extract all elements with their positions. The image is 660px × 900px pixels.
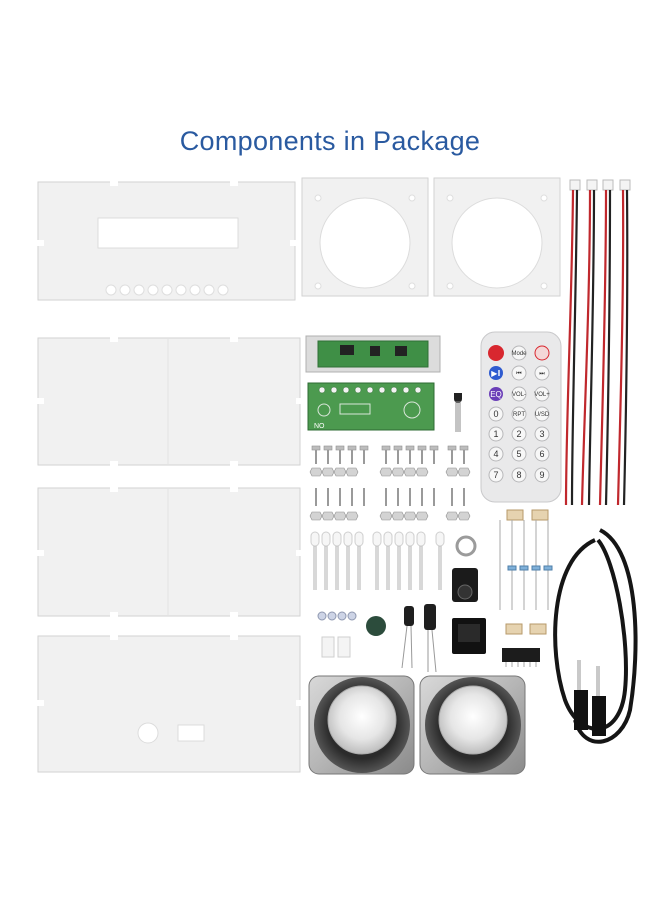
remote-key-9: 9 xyxy=(539,470,544,480)
speaker-panel-left xyxy=(301,177,429,297)
ic-chip xyxy=(502,648,540,667)
audio-cable xyxy=(553,528,638,744)
rocker-switch xyxy=(452,618,486,654)
remote-key-5: 5 xyxy=(516,449,521,459)
remote-key-vol-down: VOL- xyxy=(512,392,526,398)
remote-key-mode: Mode xyxy=(511,351,527,357)
svg-text:▶‖: ▶‖ xyxy=(491,369,500,378)
svg-text:⏭: ⏭ xyxy=(539,371,545,377)
remote-key-1: 1 xyxy=(493,429,498,439)
remote-key-4: 4 xyxy=(493,449,498,459)
acrylic-bottom-panel xyxy=(36,486,304,618)
acrylic-front-panel xyxy=(36,180,298,301)
remote-control: ▶‖EQ Mode ⏮⏭ VOL- VOL+ RPT U/SD 0 1 2 3 … xyxy=(480,331,562,503)
hex-nut xyxy=(455,535,477,557)
connector-wires xyxy=(564,179,631,506)
svg-text:EQ: EQ xyxy=(490,390,502,399)
prev-icon xyxy=(511,365,527,381)
mp3-decoder-module xyxy=(305,335,441,373)
remote-key-0: 0 xyxy=(493,409,498,419)
remote-key-8: 8 xyxy=(516,470,521,480)
page-title: Components in Package xyxy=(179,126,481,156)
remote-key-3: 3 xyxy=(539,429,544,439)
remote-key-vol-up: VOL+ xyxy=(534,392,550,398)
play-pause-icon xyxy=(489,366,503,380)
transistor xyxy=(454,393,462,432)
speaker-right xyxy=(419,675,526,775)
acrylic-top-panel xyxy=(36,336,304,467)
speaker-panel-right xyxy=(433,177,561,297)
screws-and-nuts xyxy=(309,445,471,521)
next-icon xyxy=(534,365,550,381)
remote-key-6: 6 xyxy=(539,449,544,459)
leds xyxy=(310,531,445,590)
power-icon xyxy=(488,345,504,361)
remote-key-7: 7 xyxy=(493,470,498,480)
dc-power-jack xyxy=(452,568,478,602)
buzzer xyxy=(366,616,386,636)
mute-icon xyxy=(534,345,550,361)
speaker-left xyxy=(308,675,415,775)
small-screws xyxy=(317,611,357,658)
capacitors xyxy=(401,604,437,673)
pcb-label: NO xyxy=(314,423,325,430)
main-pcb: NO xyxy=(307,382,435,431)
remote-key-usd: U/SD xyxy=(535,412,550,418)
remote-key-2: 2 xyxy=(516,429,521,439)
remote-key-rpt: RPT xyxy=(513,412,525,418)
acrylic-back-panel xyxy=(36,634,304,773)
resistors xyxy=(499,509,553,635)
svg-text:⏮: ⏮ xyxy=(516,371,522,377)
